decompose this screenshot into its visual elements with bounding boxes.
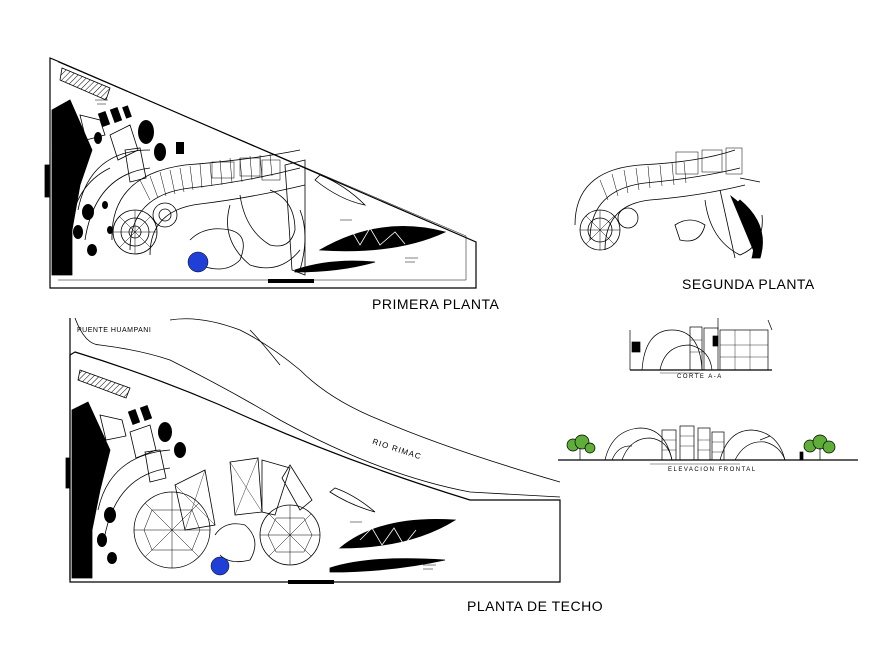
primera-planta-title: PRIMERA PLANTA (372, 296, 500, 312)
puente-label: PUENTE HUAMPANI (77, 327, 152, 334)
elevacion-label: ELEVACION FRONTAL (668, 467, 757, 473)
primera-planta-plan (44, 57, 477, 289)
corte-section (629, 318, 773, 374)
tree-icon (566, 434, 596, 460)
segunda-planta-title: SEGUNDA PLANTA (682, 276, 815, 292)
planta-de-techo-plan (65, 317, 561, 584)
segunda-planta-plan (574, 147, 763, 259)
corte-label: CORTE A-A (677, 374, 723, 380)
planta-de-techo-title: PLANTA DE TECHO (467, 598, 604, 614)
pool-icon (187, 251, 209, 273)
elevacion-frontal (558, 425, 858, 465)
pool-icon (210, 556, 230, 576)
tree-icon (803, 434, 836, 460)
